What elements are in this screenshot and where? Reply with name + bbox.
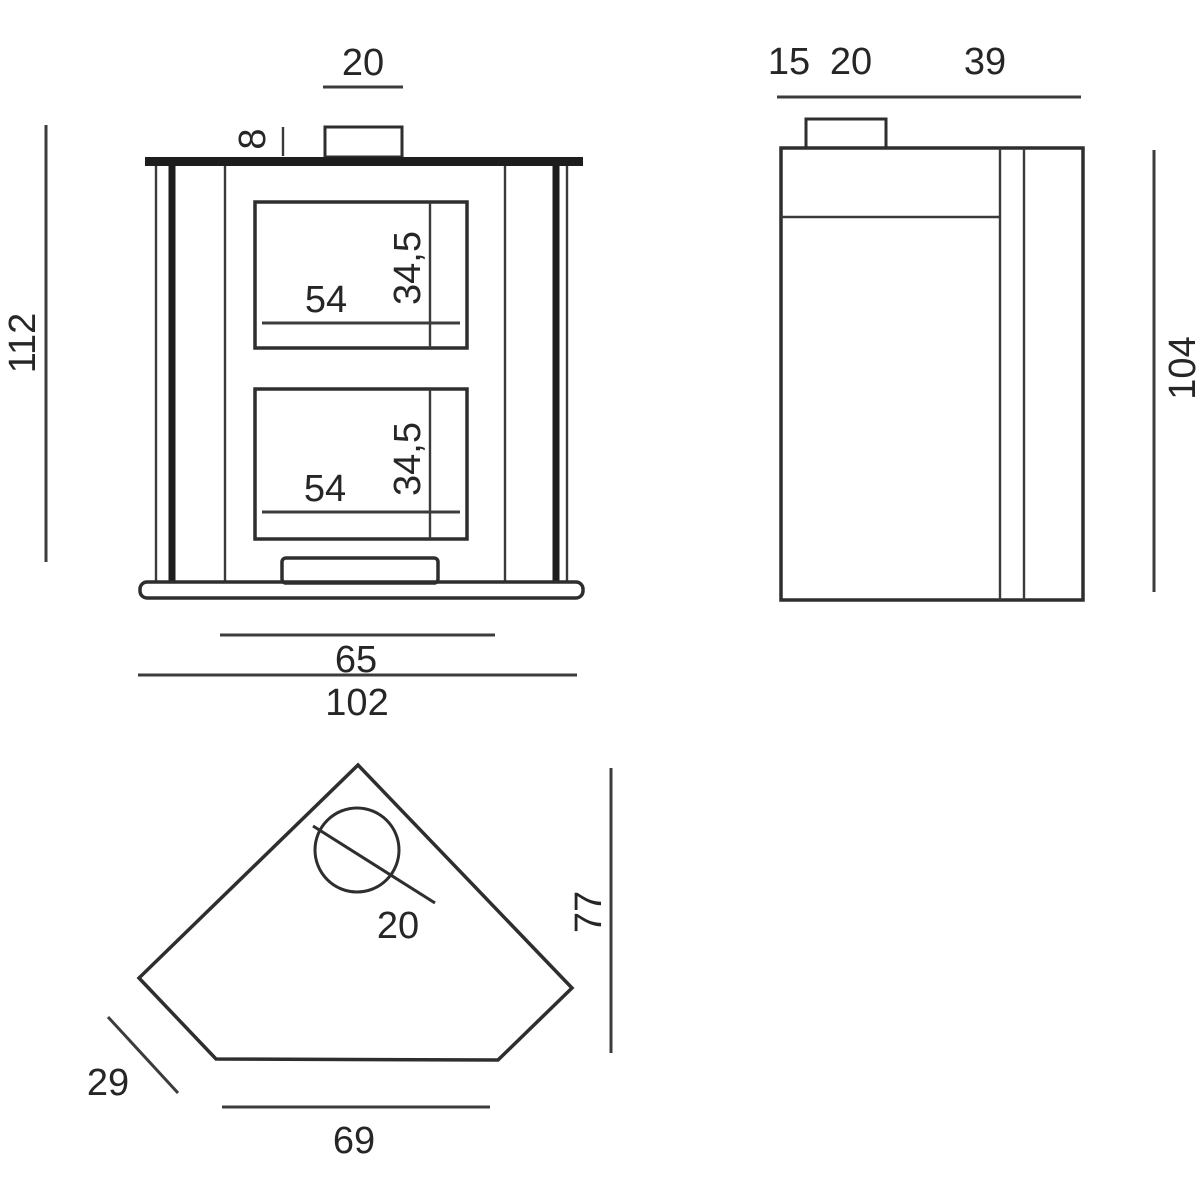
side-flue-to-back-label: 39 <box>964 41 1006 83</box>
top-depth-label: 77 <box>568 891 610 933</box>
top-flue-diameter-leader-line <box>312 824 436 905</box>
front-upper-window-height-label: 34,5 <box>387 231 429 305</box>
top-view: 20 77 29 69 <box>87 762 613 1162</box>
front-lower-window <box>253 387 469 541</box>
top-body-outline <box>136 762 575 1062</box>
top-side-edge-label: 29 <box>87 1062 129 1104</box>
side-height-label: 104 <box>1162 336 1200 399</box>
side-flue-depth-label: 20 <box>830 41 872 83</box>
front-top-plate <box>145 157 583 166</box>
side-body <box>779 146 1085 602</box>
front-upper-window-width-label: 54 <box>305 279 347 321</box>
side-flue-collar <box>804 117 888 150</box>
front-view: 20 8 54 34,5 54 34,5 112 <box>2 42 585 724</box>
side-view: 15 20 39 104 <box>768 41 1200 602</box>
top-flue-diameter-label: 20 <box>377 905 419 947</box>
front-height-label: 112 <box>2 313 44 374</box>
top-flue-circle <box>313 806 401 894</box>
front-upper-window <box>253 200 469 350</box>
front-ash-tray <box>280 556 440 585</box>
front-overall-width-label: 102 <box>325 682 388 724</box>
front-base-plate <box>138 580 585 600</box>
front-flue-offset-label: 8 <box>232 128 274 149</box>
side-front-to-flue-label: 15 <box>768 41 810 83</box>
front-lower-window-width-label: 54 <box>304 468 346 510</box>
front-flue-width-label: 20 <box>342 42 384 84</box>
front-flue-collar <box>323 125 404 159</box>
top-side-edge-dim-line <box>106 1015 180 1095</box>
front-lower-window-height-label: 34,5 <box>387 422 429 496</box>
top-front-width-label: 69 <box>333 1120 375 1162</box>
